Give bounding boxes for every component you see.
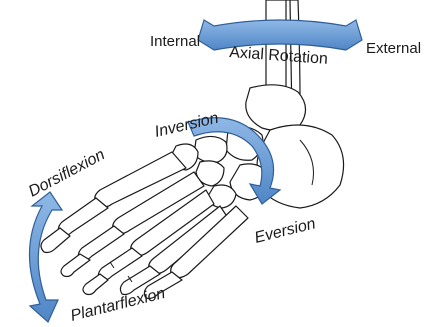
label-external: External [366,40,421,57]
toe3-distal [83,274,108,295]
cuneiform-1 [194,136,227,162]
label-eversion: Eversion [253,215,318,247]
hallux-proximal [58,198,108,236]
dorsiflexion-plantarflexion-arrow [29,192,62,322]
label-dorsiflexion: Dorsiflexion [26,146,108,200]
label-axial-rotation: Axial Rotation [229,44,329,68]
ankle-bones [226,85,344,208]
label-internal: Internal [150,33,200,50]
toe2-distal [61,254,90,277]
toe2-proximal [78,226,124,261]
talus [246,85,306,131]
phalanges [41,198,182,299]
